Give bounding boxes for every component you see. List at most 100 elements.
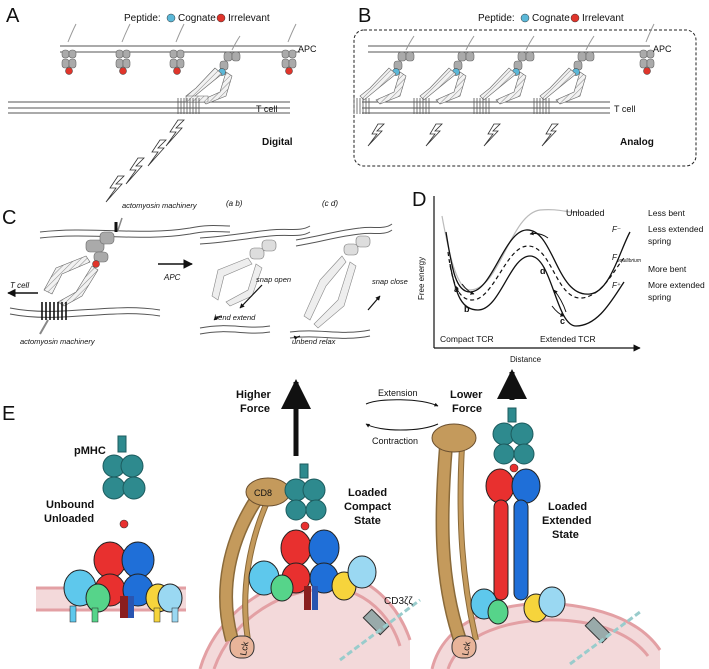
higher-label: Higher <box>236 389 272 401</box>
tcr-c-left <box>39 217 123 335</box>
panel-a <box>8 23 300 203</box>
state-label-2: State <box>552 529 579 541</box>
panel-d <box>433 196 641 352</box>
curve-f-plus <box>449 255 625 327</box>
signal-bolts-b <box>367 123 559 147</box>
panel-letter-d: D <box>412 189 426 211</box>
point-a: a <box>454 284 460 294</box>
loaded-label-1: Loaded <box>348 487 387 499</box>
panel-b-dashed-frame <box>353 29 697 167</box>
lightning-icon <box>483 123 501 147</box>
legend-irrelevant-dot <box>216 13 226 23</box>
cd3zz-right <box>569 610 641 666</box>
unbend-relax-label: unbend relax <box>292 337 336 346</box>
legend-irrelevant-a: Irrelevant <box>228 13 270 24</box>
panel-letter-a: A <box>6 5 20 27</box>
point-b: b <box>464 304 470 314</box>
cd8-right <box>431 423 479 659</box>
tcr-complex-unbound <box>63 435 183 623</box>
tcr-c-right <box>303 235 371 329</box>
lck-label-1: Lck <box>238 640 250 656</box>
apc-membrane-b <box>368 45 650 53</box>
lightning-icon <box>367 123 385 147</box>
lightning-icon <box>125 157 145 185</box>
mhc-molecule <box>115 23 131 75</box>
lower-force-label: Force <box>452 403 482 415</box>
f-eq-label: Fequilibrium <box>612 253 641 264</box>
cd3zz-label: CD3ζζ <box>384 596 413 607</box>
cd8-middle <box>219 477 291 659</box>
panel-letter-b: B <box>358 5 371 27</box>
apc-label-c: APC <box>163 273 181 282</box>
pmhc-label: pMHC <box>74 445 106 457</box>
ab-label: (a b) <box>226 199 243 208</box>
less-bent-label: Less bent <box>648 208 685 218</box>
panel-e <box>36 369 662 669</box>
lightning-icon <box>541 123 559 147</box>
lightning-icon <box>425 123 443 147</box>
mhc-molecule <box>61 23 77 75</box>
snap-close-label: snap close <box>372 277 408 286</box>
tcell-membrane-a <box>8 101 290 114</box>
panel-letter-c: C <box>2 207 16 229</box>
curve-f-minus <box>445 229 631 295</box>
bend-extend-label: bend extend <box>214 313 256 322</box>
mhc-molecule <box>281 23 297 75</box>
snap-open-arrow <box>239 284 263 309</box>
state-label-1: State <box>354 515 381 527</box>
apc-label-b: APC <box>653 44 672 54</box>
free-energy-label: Free energy <box>417 257 426 300</box>
legend-cognate-b: Cognate <box>532 13 570 24</box>
f-minus-label: F⁻ <box>612 225 621 234</box>
spring-label-2: spring <box>648 292 671 302</box>
legend-prefix-b: Peptide: <box>478 13 515 24</box>
unloaded-label-d: Unloaded <box>566 208 605 218</box>
contraction-label: Contraction <box>372 436 418 446</box>
extension-arrow <box>365 399 439 407</box>
point-c: c <box>560 316 565 326</box>
curve-unloaded <box>441 208 581 291</box>
lower-label: Lower <box>450 389 483 401</box>
less-extended-label: Less extended <box>648 224 704 234</box>
extended-tcr-label: Extended TCR <box>540 334 596 344</box>
unloaded-label-e: Unloaded <box>44 513 94 525</box>
contraction-arrow <box>365 423 439 431</box>
snap-open-label: snap open <box>256 275 291 284</box>
tcr-complex-compact <box>248 463 377 610</box>
loaded-label-2: Loaded <box>548 501 587 513</box>
mhc-group-a <box>61 23 297 75</box>
higher-force-label: Force <box>240 403 270 415</box>
actomyosin-top-label: actomyosin machinery <box>122 201 198 210</box>
mhc-molecule <box>169 23 185 75</box>
panel-c <box>7 217 393 340</box>
legend-cognate-a: Cognate <box>178 13 216 24</box>
tcr-engaged-b <box>353 35 595 114</box>
mode-analog: Analog <box>620 137 654 148</box>
unbound-label: Unbound <box>46 499 94 511</box>
more-bent-label: More bent <box>648 264 687 274</box>
extended-label: Extended <box>542 515 592 527</box>
tcr-engaged-a <box>177 35 241 114</box>
more-extended-label: More extended <box>648 280 705 290</box>
signal-bolts-a <box>105 119 185 203</box>
curve-f-equilibrium <box>447 245 625 301</box>
legend-cognate-dot <box>166 13 176 23</box>
extension-label: Extension <box>378 388 418 398</box>
point-d: d <box>540 266 546 276</box>
tcell-label-b: T cell <box>614 104 635 114</box>
snap-close-arrow <box>367 295 381 311</box>
tcr-transmembrane-hatch <box>177 98 200 114</box>
compact-tcr-label: Compact TCR <box>440 334 494 344</box>
cd-label: (c d) <box>322 199 338 208</box>
lightning-icon <box>105 175 125 203</box>
distance-label: Distance <box>510 355 542 364</box>
panel-b <box>353 23 697 167</box>
tcell-label-c: T cell <box>10 281 29 290</box>
actomyosin-bottom-label: actomyosin machinery <box>20 337 96 346</box>
lck-label-2: Lck <box>460 640 472 656</box>
spring-label-1: spring <box>648 236 671 246</box>
mhc-molecule <box>639 23 655 75</box>
cd8-label: CD8 <box>254 488 272 498</box>
compact-label: Compact <box>344 501 391 513</box>
